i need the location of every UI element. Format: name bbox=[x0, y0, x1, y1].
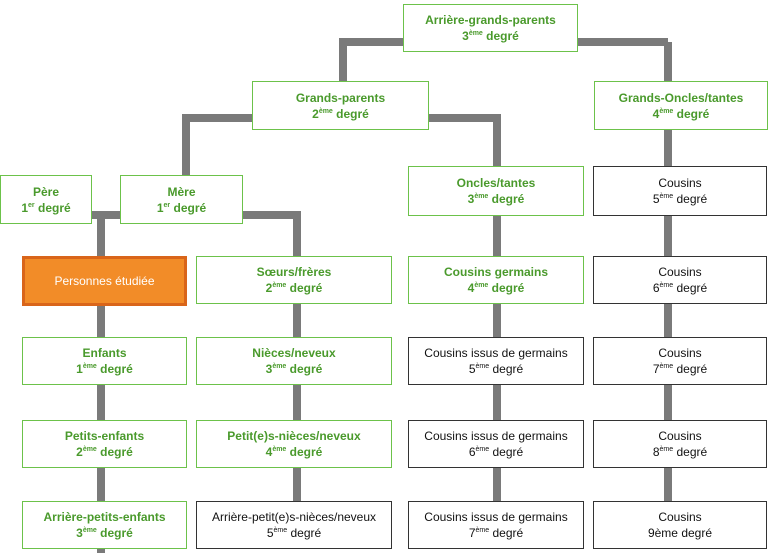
node-label: Grands-parents bbox=[295, 90, 386, 105]
node-cousins-7: Cousins 7ème degré bbox=[593, 337, 767, 385]
node-cousins-germains: Cousins germains 4ème degré bbox=[408, 256, 584, 304]
node-degree: 6ème degré bbox=[652, 281, 708, 295]
node-degree: 5ème degré bbox=[266, 526, 322, 540]
node-degree: 3ème degré bbox=[76, 526, 133, 540]
connector-grandparents-left bbox=[182, 114, 252, 175]
node-label: Cousins issus de germains bbox=[424, 429, 568, 443]
node-petits-enfants: Petits-enfants 2ème degré bbox=[22, 420, 187, 468]
node-degree: 8ème degré bbox=[652, 445, 708, 459]
node-nieces-neveux: Nièces/neveux 3ème degré bbox=[196, 337, 392, 385]
node-degree: 1er degré bbox=[156, 200, 207, 215]
node-label: Sœurs/frères bbox=[256, 265, 332, 279]
node-degree: 4ème degré bbox=[467, 281, 525, 295]
node-enfants: Enfants 1ème degré bbox=[22, 337, 187, 385]
node-cousins-6: Cousins 6ème degré bbox=[593, 256, 767, 304]
node-degree: 3ème degré bbox=[467, 192, 525, 206]
node-label: Arrière-petit(e)s-nièces/neveux bbox=[211, 510, 377, 524]
node-label: Personnes étudiée bbox=[54, 274, 155, 288]
node-degree: 4ème degré bbox=[265, 445, 323, 459]
connector-grandparents-right bbox=[429, 114, 501, 166]
node-label: Petits-enfants bbox=[64, 429, 145, 443]
node-personne-etudiee: Personnes étudiée bbox=[22, 256, 187, 306]
node-label: Grands-Oncles/tantes bbox=[618, 90, 744, 105]
node-cousins-issus-7: Cousins issus de germains 7ème degré bbox=[408, 501, 584, 549]
node-label: Cousins bbox=[658, 429, 702, 443]
node-label: Cousins bbox=[658, 510, 702, 524]
node-degree: 5ème degré bbox=[652, 192, 708, 206]
node-label: Cousins bbox=[658, 265, 702, 279]
node-degree: 1ème degré bbox=[76, 362, 133, 376]
node-label: Cousins bbox=[658, 176, 702, 190]
node-cousins-5: Cousins 5ème degré bbox=[593, 166, 767, 216]
node-degree: 3ème degré bbox=[462, 29, 519, 43]
node-label: Cousins bbox=[658, 346, 702, 360]
node-oncles-tantes: Oncles/tantes 3ème degré bbox=[408, 166, 584, 216]
node-degree: 7ème degré bbox=[652, 362, 708, 376]
node-degree: 2ème degré bbox=[312, 106, 369, 121]
node-arriere-grands-parents: Arrière-grands-parents 3ème degré bbox=[403, 4, 578, 52]
node-degree: 1er degré bbox=[21, 200, 71, 215]
node-grands-oncles-tantes: Grands-Oncles/tantes 4ème degré bbox=[594, 81, 768, 130]
node-pere: Père 1er degré bbox=[0, 175, 92, 224]
node-degree: 2ème degré bbox=[265, 281, 323, 295]
node-label: Père bbox=[32, 184, 60, 199]
node-degree: 6ème degré bbox=[468, 445, 524, 459]
node-label: Arrière-petits-enfants bbox=[43, 510, 166, 524]
node-cousins-9: Cousins 9ème degré bbox=[593, 501, 767, 549]
node-grands-parents: Grands-parents 2ème degré bbox=[252, 81, 429, 130]
node-arriere-petits-nieces-neveux: Arrière-petit(e)s-nièces/neveux 5ème deg… bbox=[196, 501, 392, 549]
node-label: Oncles/tantes bbox=[456, 176, 536, 190]
connector-great-grandparents bbox=[339, 38, 403, 88]
node-degree: 5ème degré bbox=[468, 362, 524, 376]
node-petits-nieces-neveux: Petit(e)s-nièces/neveux 4ème degré bbox=[196, 420, 392, 468]
node-degree: 2ème degré bbox=[76, 445, 133, 459]
node-label: Arrière-grands-parents bbox=[425, 13, 556, 27]
node-degree: 3ème degré bbox=[265, 362, 323, 376]
node-label: Petit(e)s-nièces/neveux bbox=[227, 429, 361, 443]
node-cousins-8: Cousins 8ème degré bbox=[593, 420, 767, 468]
node-label: Cousins germains bbox=[443, 265, 549, 279]
node-label: Enfants bbox=[82, 346, 127, 360]
node-label: Nièces/neveux bbox=[252, 346, 336, 360]
node-cousins-issus-5: Cousins issus de germains 5ème degré bbox=[408, 337, 584, 385]
node-degree: 4ème degré bbox=[652, 106, 710, 121]
node-mere: Mère 1er degré bbox=[120, 175, 243, 224]
node-label: Cousins issus de germains bbox=[424, 346, 568, 360]
node-degree: 7ème degré bbox=[468, 526, 524, 540]
node-cousins-issus-6: Cousins issus de germains 6ème degré bbox=[408, 420, 584, 468]
node-arriere-petits-enfants: Arrière-petits-enfants 3ème degré bbox=[22, 501, 187, 549]
node-degree: 9ème degré bbox=[647, 526, 713, 540]
node-label: Cousins issus de germains bbox=[424, 510, 568, 524]
node-label: Mère bbox=[167, 184, 196, 199]
node-soeurs-freres: Sœurs/frères 2ème degré bbox=[196, 256, 392, 304]
